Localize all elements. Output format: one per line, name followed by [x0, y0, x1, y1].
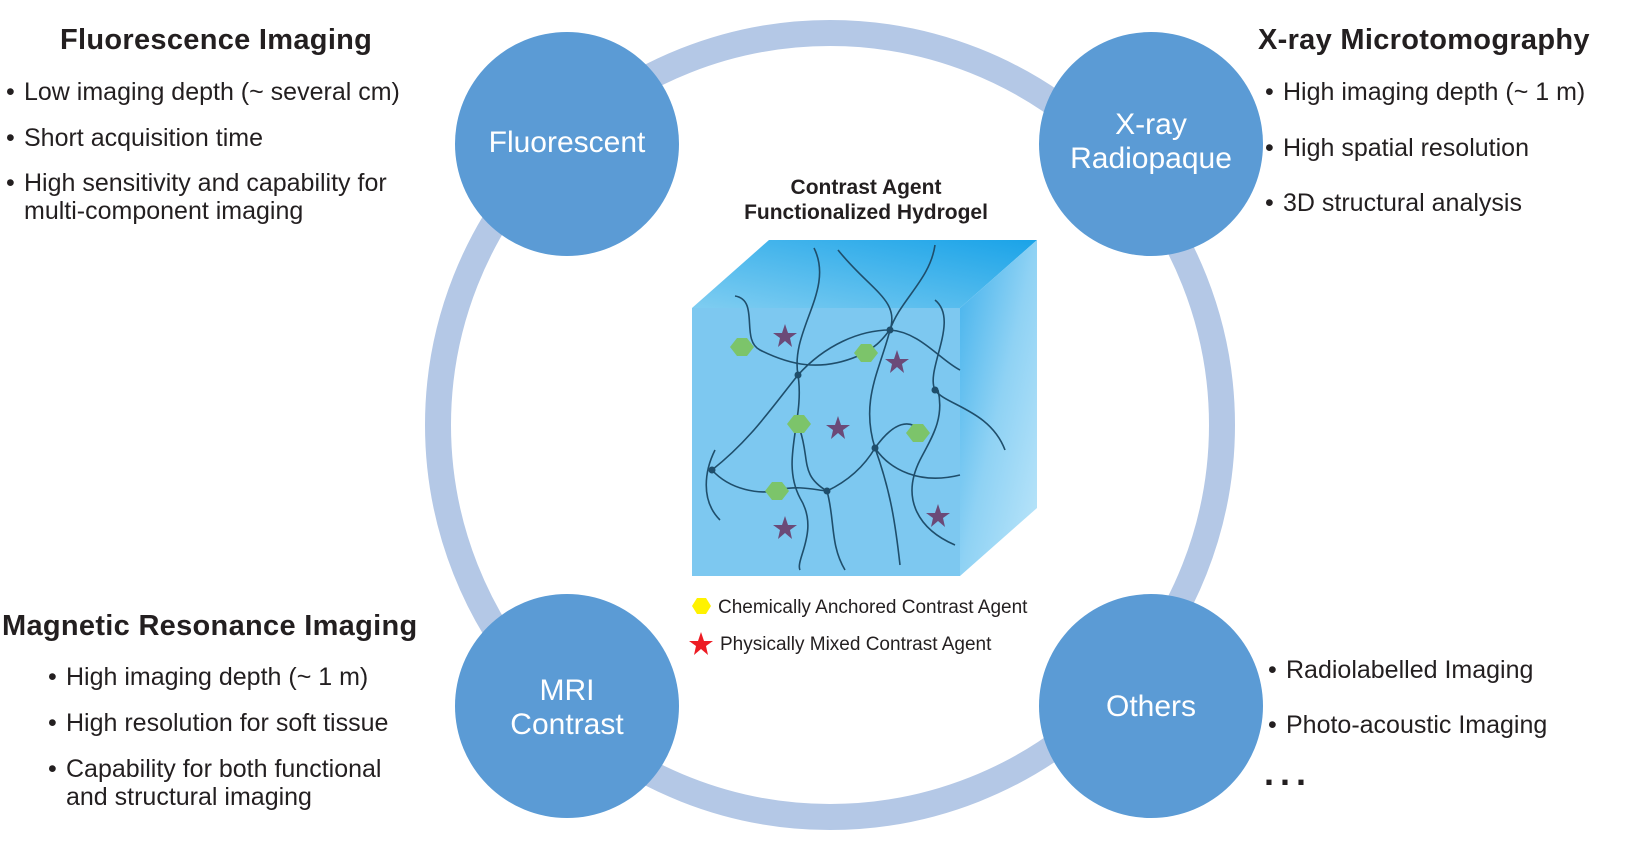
fluorescent-label-line1: Fluorescent — [488, 126, 646, 159]
hexagon-icon — [906, 424, 930, 442]
crosslink-nodes — [708, 326, 939, 495]
others-ellipsis: ... — [1264, 752, 1313, 793]
hexagon-icon — [854, 344, 878, 362]
list-item: •High sensitivity and capability for — [6, 169, 387, 197]
center-title: Contrast Agent Functionalized Hydrogel — [706, 175, 1026, 225]
xray-circle — [1039, 32, 1263, 256]
legend: Chemically Anchored Contrast Agent Physi… — [689, 597, 1028, 655]
list-item: •High resolution for soft tissue — [48, 709, 389, 737]
polymer-network — [705, 244, 1006, 571]
list-item: •Radiolabelled Imaging — [1268, 656, 1534, 684]
list-item: •Low imaging depth (~ several cm) — [6, 78, 400, 106]
fluorescent-label: Fluorescent — [457, 126, 677, 160]
star-icon — [926, 504, 950, 527]
legend-label-physical: Physically Mixed Contrast Agent — [720, 634, 992, 655]
star-icon — [826, 416, 850, 439]
list-item: •High spatial resolution — [1265, 134, 1529, 162]
list-item: •Short acquisition time — [6, 124, 264, 152]
cube-side-face — [960, 240, 1037, 576]
hydrogel-cube — [692, 240, 1037, 576]
others-circle — [1039, 594, 1263, 818]
center-title-line2: Functionalized Hydrogel — [744, 201, 988, 224]
legend-label-chemical: Chemically Anchored Contrast Agent — [718, 597, 1028, 618]
cube-top-face — [692, 240, 1037, 308]
mri-heading: Magnetic Resonance Imaging — [2, 610, 418, 642]
star-icon — [885, 350, 909, 373]
star-icon — [773, 324, 797, 347]
list-item-continuation: and structural imaging — [66, 783, 312, 811]
legend-star-icon — [689, 632, 713, 655]
hexagon-icon — [730, 338, 754, 356]
star-icon — [773, 516, 797, 539]
xray-heading: X-ray Microtomography — [1258, 24, 1590, 56]
others-label: Others — [1041, 690, 1261, 724]
others-label-line1: Others — [1105, 690, 1197, 723]
xray-label-line1: X-ray — [1115, 108, 1187, 141]
anchored-agents — [730, 338, 930, 500]
xray-bullet-list: •High imaging depth (~ 1 m) •High spatia… — [1265, 78, 1586, 217]
list-item: •Photo-acoustic Imaging — [1268, 711, 1548, 739]
hexagon-icon — [765, 482, 789, 500]
hexagon-icon — [787, 415, 811, 433]
fluorescent-circle — [455, 32, 679, 256]
mri-label-line1: MRI — [539, 674, 595, 707]
fluorescence-bullet-list: •Low imaging depth (~ several cm) •Short… — [6, 78, 400, 225]
xray-label-line2: Radiopaque — [1070, 142, 1232, 175]
outer-ring — [425, 20, 1235, 830]
mri-label-line2: Contrast — [510, 708, 624, 741]
mri-circle — [455, 594, 679, 818]
legend-hexagon-icon — [692, 598, 711, 614]
list-item: •High imaging depth (~ 1 m) — [48, 663, 369, 691]
center-title-line1: Contrast Agent — [790, 176, 942, 199]
list-item: •Capability for both functional — [48, 755, 382, 783]
list-item: •High imaging depth (~ 1 m) — [1265, 78, 1586, 106]
list-item-continuation: multi-component imaging — [24, 197, 304, 225]
xray-label: X-ray Radiopaque — [1041, 108, 1261, 176]
mri-label: MRI Contrast — [457, 674, 677, 742]
mri-bullet-list: •High imaging depth (~ 1 m) •High resolu… — [48, 663, 389, 811]
mixed-agents — [773, 324, 950, 539]
list-item: •3D structural analysis — [1265, 189, 1522, 217]
others-bullet-list: •Radiolabelled Imaging •Photo-acoustic I… — [1268, 656, 1548, 739]
fluorescence-heading: Fluorescence Imaging — [60, 24, 373, 56]
